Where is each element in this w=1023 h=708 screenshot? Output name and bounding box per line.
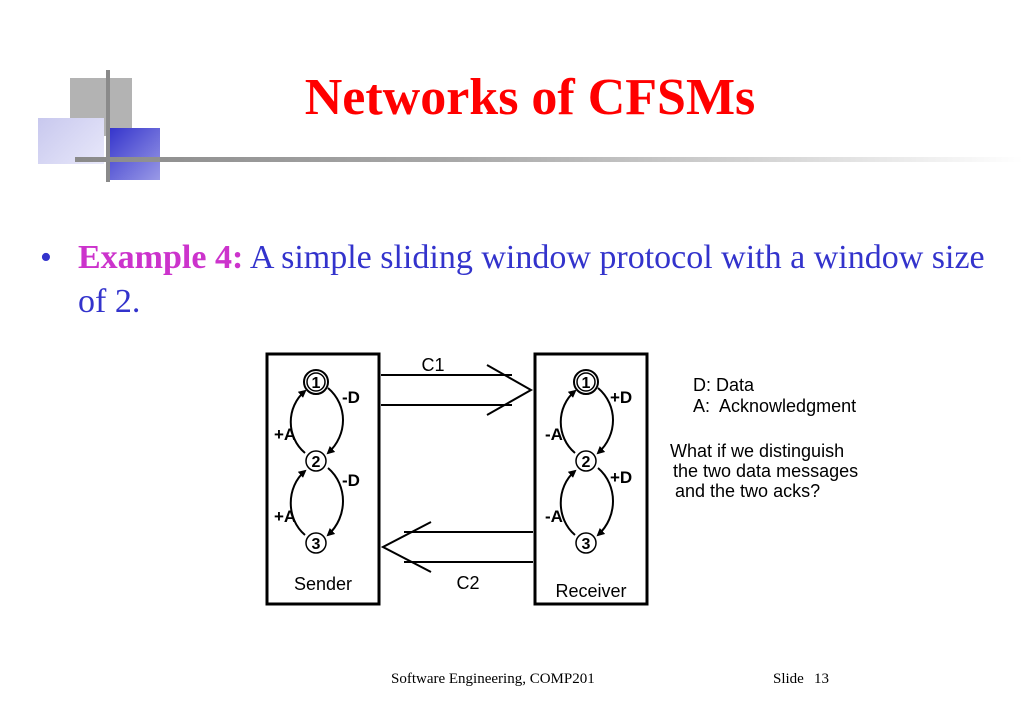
question-line-1: What if we distinguish [670,441,845,461]
receiver-transition-minus-a-1: -A [545,425,563,444]
title-underline [75,157,1023,162]
footer-slide-number: 13 [814,671,829,687]
receiver-state-2 [575,450,597,472]
sender-edge-2-1 [289,389,307,454]
sender-label: Sender [294,574,352,594]
receiver-state-3-label: 3 [582,536,591,553]
footer-course: Software Engineering, COMP201 [391,671,595,687]
receiver-state-1-label: 1 [582,375,591,392]
blue-square-decoration [108,128,160,180]
receiver-state-1 [576,372,596,392]
sender-state-2-label: 2 [312,454,321,471]
receiver-label: Receiver [555,581,626,601]
sender-transition-minus-d-1: -D [342,388,360,407]
question-line-2: the two data messages [673,461,859,481]
receiver-transition-minus-a-2: -A [545,507,563,526]
light-blue-square-decoration [38,118,104,164]
footer-slide-label: Slide [773,671,804,687]
receiver-edge-2-1 [559,389,577,454]
sender-transition-plus-a-1: +A [274,425,296,444]
sender-state-2 [305,450,327,472]
sender-state-1 [306,372,326,392]
receiver-edge-1-2 [596,387,614,455]
question-line-3: and the two acks? [675,481,821,501]
channel-c2-label: C2 [456,573,479,593]
sender-transition-plus-a-2: +A [274,507,296,526]
cfsm-diagram: 1 2 3 -D +A -D +A Sender 1 2 3 +D -A +D … [265,352,649,606]
receiver-state-3 [575,532,597,554]
receiver-transition-plus-d-2: +D [610,468,632,487]
sender-transition-minus-d-2: -D [342,471,360,490]
decorative-corner [0,0,170,185]
receiver-state-2-label: 2 [582,454,591,471]
legend-ack: A: Acknowledgment [693,396,857,416]
receiver-box [533,352,649,606]
slide-title: Networks of CFSMs [304,69,756,126]
receiver-edge-2-3 [596,467,614,537]
sender-edge-2-3 [326,467,344,537]
sender-edge-1-2 [326,387,344,455]
bullet-body: A simple sliding window protocol with a … [78,239,985,320]
sender-state-3-label: 3 [312,536,321,553]
legend-data: D: Data [693,375,755,395]
channel-c2-arrowhead [380,521,432,573]
vertical-bar-decoration [106,70,110,182]
bullet-text: Example 4: A simple sliding window proto… [78,236,1018,324]
sender-edge-3-2 [289,469,307,536]
channel-c1-label: C1 [421,355,444,375]
sender-box [265,352,381,606]
bullet-marker: • [40,239,52,276]
channel-c1-arrowhead [486,364,534,416]
receiver-edge-3-2 [559,469,577,536]
sender-state-3 [305,532,327,554]
bullet-label: Example 4: [78,239,244,276]
receiver-transition-plus-d-1: +D [610,388,632,407]
sender-state-1-label: 1 [312,375,321,392]
